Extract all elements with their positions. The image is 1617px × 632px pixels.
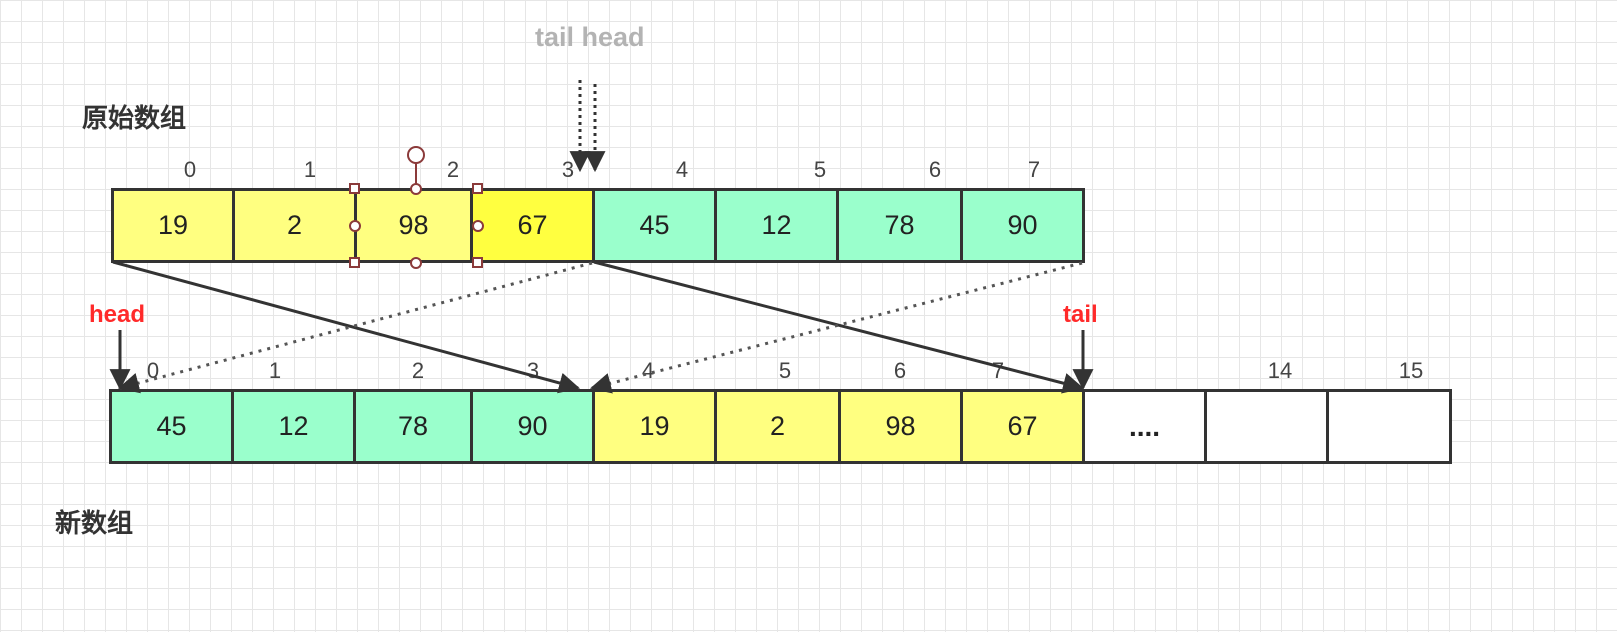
new-cell-1[interactable]: 12 [231, 389, 356, 464]
new-index-label-1: 1 [268, 358, 282, 383]
new-cell-3[interactable]: 90 [470, 389, 595, 464]
original-index-label-7: 7 [1027, 157, 1041, 182]
selection-handles[interactable] [349, 146, 484, 269]
new-index-label-5: 5 [778, 358, 792, 383]
original-cell-0[interactable]: 19 [111, 188, 235, 263]
move-arrow-yellow-block [112, 260, 581, 394]
original-index-label-4: 4 [675, 157, 689, 182]
floating-pointer-label: tail head [535, 22, 645, 52]
new-cell-8[interactable]: .... [1082, 389, 1207, 464]
original-index-label-0: 0 [183, 157, 197, 182]
new-index-label-6: 6 [893, 358, 907, 383]
new-array-title: 新数组 [55, 508, 134, 538]
new-index-label-0: 0 [146, 358, 160, 383]
new-cell-2[interactable]: 78 [353, 389, 473, 464]
original-index-label-2: 2 [446, 157, 460, 182]
original-cell-5[interactable]: 12 [714, 188, 839, 263]
new-cell-0[interactable]: 45 [109, 389, 234, 464]
original-index-label-1: 1 [303, 157, 317, 182]
original-cell-3[interactable]: 67 [470, 188, 595, 263]
new-cell-10[interactable] [1326, 389, 1452, 464]
dotted-arrow-to-index-4 [589, 261, 1083, 394]
original-index-label-5: 5 [813, 157, 827, 182]
new-index-label-4: 4 [641, 358, 655, 383]
new-index-label-2: 2 [411, 358, 425, 383]
original-cell-4[interactable]: 45 [592, 188, 717, 263]
original-cell-7[interactable]: 90 [960, 188, 1085, 263]
new-cell-5[interactable]: 2 [714, 389, 841, 464]
head-pointer-label: head [89, 301, 146, 328]
tail-pointer-label: tail [1063, 301, 1098, 328]
move-arrow-green-block [593, 260, 1085, 394]
new-index-label-10: 15 [1398, 358, 1424, 383]
new-cell-7[interactable]: 67 [960, 389, 1085, 464]
original-cell-1[interactable]: 2 [232, 188, 357, 263]
new-cell-6[interactable]: 98 [838, 389, 963, 464]
dotted-arrow-to-index-0 [117, 261, 593, 394]
new-cell-9[interactable] [1204, 389, 1329, 464]
original-index-label-6: 6 [928, 157, 942, 182]
new-index-label-9: 14 [1267, 358, 1293, 383]
original-array-title: 原始数组 [82, 103, 187, 133]
